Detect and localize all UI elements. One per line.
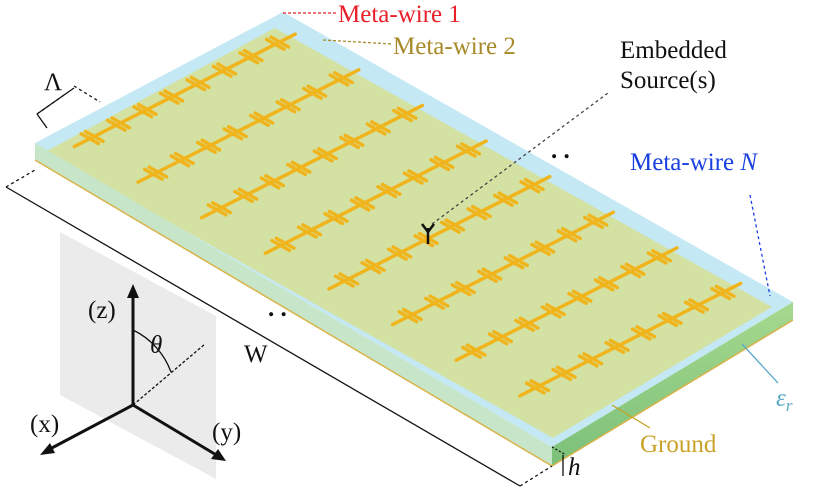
meta-wire [390,210,616,327]
meta-wires [72,32,743,398]
substrate-side-right [552,302,793,466]
coordinate-plane [60,232,216,479]
z-axis-label: (z) [88,297,116,324]
y-arrowhead [211,449,226,461]
meta-wire [136,68,361,184]
meta-wire-n-leader [749,194,771,297]
meta-wire-n-label: Meta-wire N [630,149,758,176]
meta-wire [199,103,425,220]
dots-middle: . . [268,295,287,322]
height-label: h [568,454,581,481]
width-label: W [244,341,268,368]
ground-edge-right [551,319,794,467]
theta-label: θ [150,332,162,359]
x-axis [47,403,134,452]
x-axis-label: (x) [30,411,59,438]
theta-arc [132,329,172,373]
source-leader-line [431,92,609,225]
coordinate-system [40,232,226,479]
x-arrowhead [40,443,55,455]
substrate-side-left [35,143,552,466]
embedded-source-label-line2: Source(s) [620,67,716,94]
permittivity-leader [741,343,779,384]
meta-wire [263,139,488,256]
meta-wire [518,281,743,398]
meta-wire-1-label: Meta-wire 1 [338,1,461,28]
width-dimension [5,169,553,487]
embedded-source-icon [421,223,435,244]
y-axis [132,403,219,458]
height-dimension [551,446,567,476]
ground-leader [611,404,651,429]
meta-wire [72,32,297,149]
meta-wire-2-label: Meta-wire 2 [393,33,516,60]
ground-label: Ground [640,431,717,458]
meta-wire-2-leader [322,39,393,45]
embedded-source-label-line1: Embedded [620,37,727,64]
ground-edge [34,159,553,467]
dots-right: . . [551,137,570,164]
y-axis-label: (y) [212,419,241,446]
lambda-dimension [36,85,101,129]
permittivity-label: εr [776,385,793,415]
lambda-label: Λ [44,69,62,96]
theta-direction-line [132,343,206,406]
z-arrowhead [127,284,139,298]
meta-wire [454,246,679,362]
